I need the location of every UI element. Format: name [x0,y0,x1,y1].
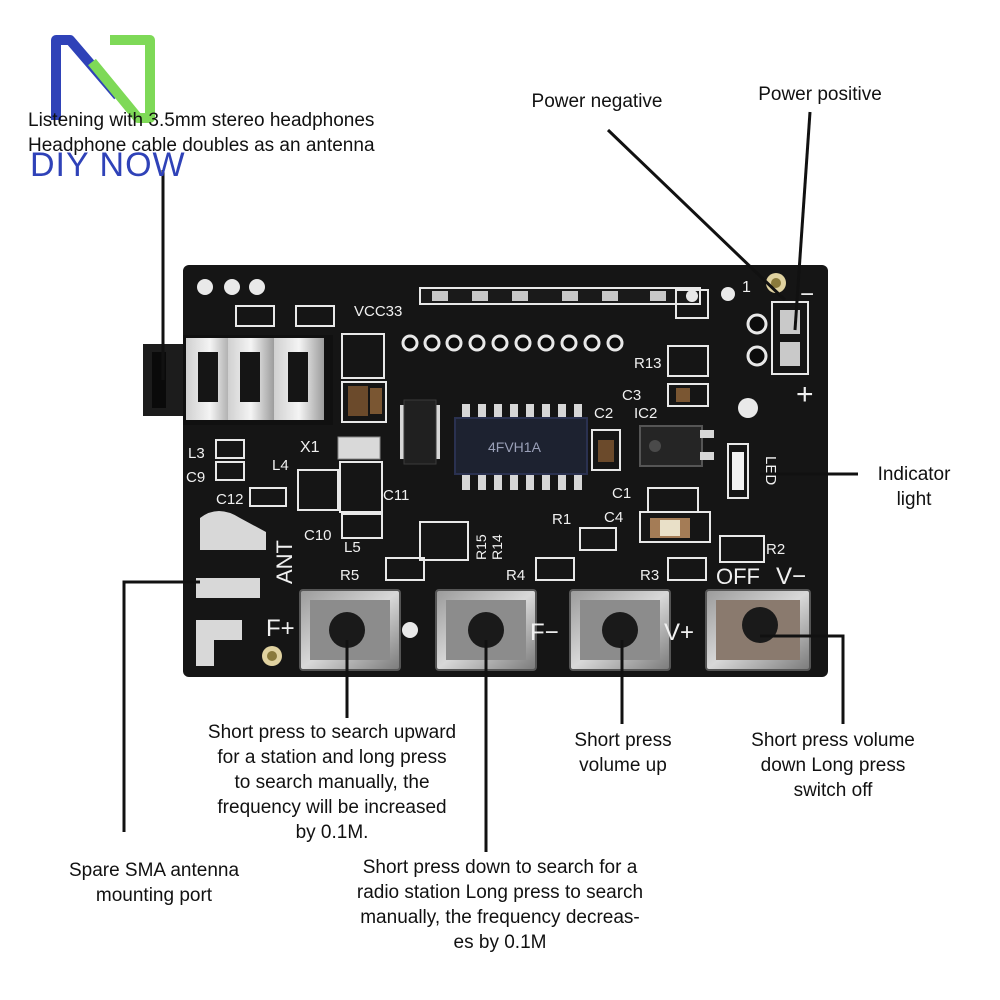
callout-v-minus: Short press volume down Long press switc… [751,730,915,801]
headphone-jack [143,335,333,425]
crystal-x1 [337,436,381,460]
antenna-pads [196,511,282,666]
silk-r5: R5 [340,567,359,584]
regulator-ic2 [639,425,714,467]
silk-r15: R15 [473,534,489,560]
callout-sma: Spare SMA antenna mounting port [68,860,240,906]
smd-component-bodies [348,386,744,538]
silk-c9: C9 [186,469,205,486]
silk-pin1: 1 [742,279,751,296]
brand-name: DIY NOW [30,146,186,184]
chip-marking: 4FVH1A [488,439,542,455]
button-f-plus[interactable] [299,589,401,671]
btn-label-v-minus: V− [776,563,806,590]
silk-c4: C4 [604,509,623,526]
silk-c1: C1 [612,485,631,502]
brand-logo [51,35,155,123]
silk-c11: C11 [383,487,409,504]
callout-f-plus: Short press to search upward for a stati… [207,722,457,843]
silk-c10: C10 [304,527,332,544]
main-ic [454,404,588,490]
btn-label-v-plus: V+ [664,619,694,646]
header-holes [401,334,624,352]
callout-f-minus: Short press down to search for a radio s… [356,857,644,953]
silk-c12: C12 [216,491,244,508]
small-ic [400,399,440,465]
callout-lines [122,111,858,852]
callout-power-positive: Power positive [758,84,882,105]
silk-r1: R1 [552,511,571,528]
silk-r2: R2 [766,541,785,558]
btn-label-f-plus: F+ [266,615,295,642]
btn-label-f-minus: F− [530,619,559,646]
callout-indicator: Indicator light [877,464,951,510]
silk-led: LED [762,456,779,485]
silk-l4: L4 [272,457,289,474]
silk-off: OFF [716,564,760,589]
silk-x1: X1 [300,439,320,456]
silk-l3: L3 [188,445,205,462]
button-v-minus[interactable] [705,589,811,671]
silk-vcc: VCC33 [354,303,402,320]
silk-l5: L5 [344,539,361,556]
silk-ic2: IC2 [634,405,657,422]
smd-components [215,289,765,581]
silk-minus: − [800,281,814,308]
silk-r4: R4 [506,567,525,584]
mounting-holes [197,279,758,638]
silk-r3: R3 [640,567,659,584]
callout-power-negative: Power negative [531,91,663,112]
silk-r14: R14 [489,534,505,560]
button-v-plus[interactable] [569,589,671,671]
callout-v-plus: Short press volume up [574,730,672,776]
silk-c3: C3 [622,387,641,404]
silk-plus: + [796,378,814,411]
silk-r13: R13 [634,355,662,372]
callout-headphones: Listening with 3.5mm stereo headphones H… [28,110,375,156]
silk-c2: C2 [594,405,613,422]
silk-ant: ANT [272,540,297,584]
resistor-row [419,287,701,305]
